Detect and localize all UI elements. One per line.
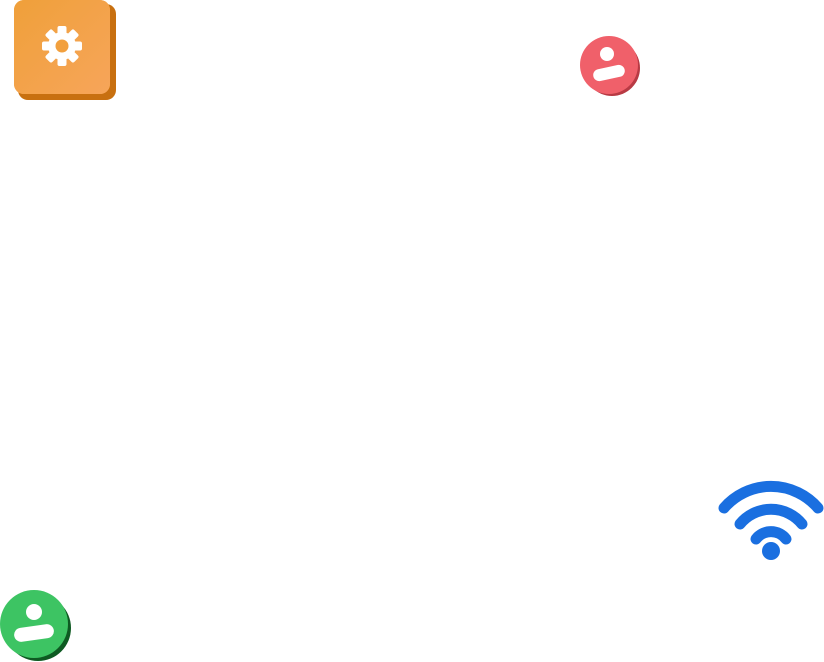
settings-app-button[interactable] (14, 0, 118, 102)
profile-button-bottom[interactable] (0, 590, 74, 662)
user-icon (0, 590, 71, 661)
wifi-status-button[interactable] (716, 478, 824, 564)
user-icon (580, 36, 640, 96)
gear-icon (42, 26, 82, 66)
wifi-icon (718, 481, 824, 560)
profile-button-top[interactable] (578, 34, 642, 98)
settings-tile (14, 0, 116, 100)
